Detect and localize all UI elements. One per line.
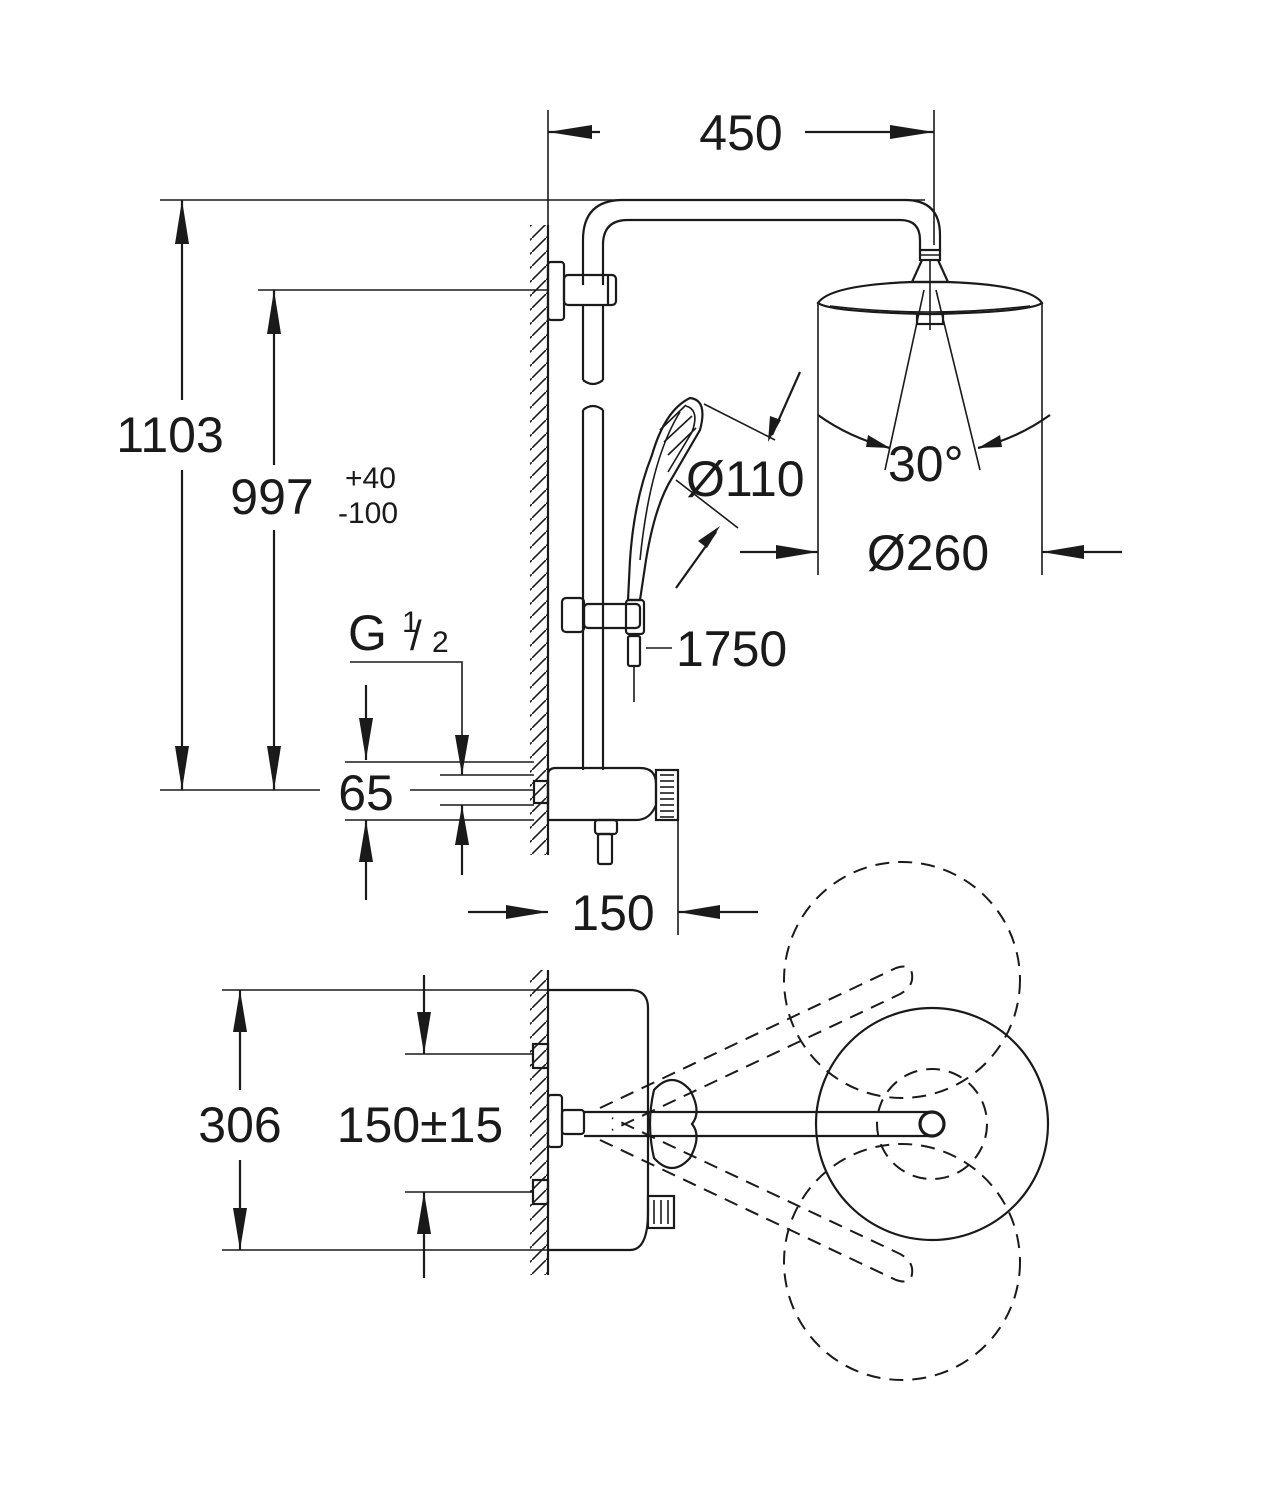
label-thread-num: 1 [402, 606, 419, 639]
dim-total-height [160, 199, 925, 791]
label-thread-den: 2 [432, 626, 449, 659]
swing-range [599, 861, 1021, 1381]
dim-head-diameter [740, 410, 1122, 575]
dim-arm-length [547, 110, 935, 245]
shower-rail [581, 198, 942, 770]
label-inlet-spacing: 150±15 [337, 1097, 503, 1153]
label-thread-main: G [348, 605, 387, 661]
dim-mixer-depth [468, 820, 758, 935]
rain-shower-head [816, 248, 1051, 471]
label-mixer-depth: 150 [571, 885, 654, 941]
label-inlet-height: 65 [338, 765, 394, 821]
label-handshower-diameter: Ø110 [686, 451, 805, 507]
shower-arm-top [546, 1078, 946, 1170]
dim-inlet [345, 661, 534, 900]
label-rail-tol-plus: +40 [345, 462, 396, 495]
thermostat-mixer-side [532, 766, 680, 866]
label-head-angle: 30° [888, 436, 964, 492]
label-hose-length: 1750 [676, 621, 787, 677]
slider-bracket [560, 596, 672, 702]
label-thread-slash: / [410, 612, 422, 659]
label-total-height: 1103 [116, 407, 224, 463]
mixer-body-top [531, 988, 676, 1252]
label-arm-length: 450 [699, 105, 782, 161]
top-view: 306 150±15 [198, 861, 1050, 1381]
upper-wall-bracket [546, 260, 618, 322]
label-rail-tol-minus: -100 [338, 497, 398, 530]
dim-inlet-spacing [405, 975, 533, 1278]
wall-top [530, 970, 550, 1275]
label-rail-height: 997 [230, 469, 313, 525]
dim-mixer-width [222, 989, 548, 1251]
label-head-diameter: Ø260 [867, 525, 989, 581]
wall-side [530, 225, 550, 855]
rain-head-top [814, 1006, 1050, 1242]
label-mixer-width: 306 [198, 1097, 281, 1153]
side-view: 450 1103 997 +40 -100 Ø110 30° Ø260 1750… [116, 105, 1122, 941]
dim-rail-height [258, 289, 548, 790]
